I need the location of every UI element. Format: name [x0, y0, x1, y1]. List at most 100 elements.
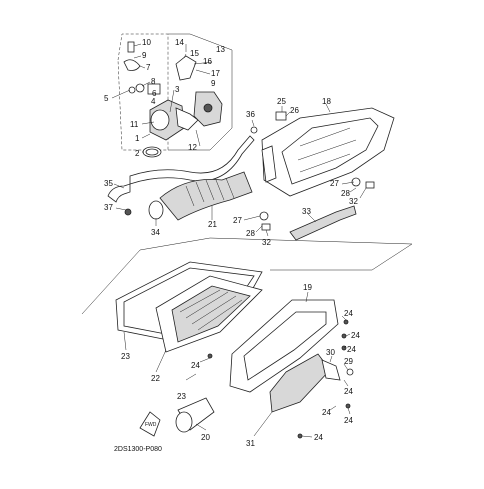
- washer-4: [128, 86, 136, 94]
- damper-28-left: [259, 211, 269, 221]
- callout-2: 2: [135, 149, 140, 158]
- callout-17: 17: [211, 69, 220, 78]
- oring-2-inner: [145, 148, 159, 156]
- callout-9: 9: [142, 51, 147, 60]
- callout-24-b: 24: [351, 331, 360, 340]
- air-case-top: [250, 107, 395, 197]
- callout-24-e: 24: [191, 361, 200, 370]
- sensor-8: [135, 83, 145, 93]
- funnel-20-mouth: [175, 411, 193, 433]
- callout-22: 22: [151, 374, 160, 383]
- callout-11: 11: [130, 120, 139, 129]
- callout-15: 15: [190, 49, 199, 58]
- case-body-19-inner: [243, 311, 327, 381]
- sensor-connector: [203, 103, 213, 113]
- callout-20: 20: [201, 433, 210, 442]
- callout-1: 1: [135, 134, 140, 143]
- callout-28-right: 28: [341, 189, 350, 198]
- fwd-label: FWD: [145, 422, 157, 428]
- callout-7: 7: [146, 63, 151, 72]
- duct-21: [159, 171, 253, 221]
- filter-element: [155, 275, 263, 353]
- callout-24-d: 24: [344, 387, 353, 396]
- element-22-mesh: [171, 285, 251, 343]
- intake-funnel: [175, 397, 215, 433]
- bolt-10: [127, 41, 135, 53]
- callout-31: 31: [246, 439, 255, 448]
- callout-30: 30: [326, 348, 335, 357]
- callout-24-a: 24: [344, 309, 353, 318]
- callout-8: 8: [151, 77, 156, 86]
- sensor-6: [147, 83, 161, 95]
- callout-21: 21: [208, 220, 217, 229]
- element-pleats: [179, 289, 243, 331]
- callout-16: 16: [203, 57, 212, 66]
- case-flange: [261, 145, 277, 183]
- hose-12: [129, 135, 255, 185]
- callout-32-right: 32: [349, 197, 358, 206]
- hose-33: [289, 205, 357, 241]
- callout-23-top: 23: [121, 352, 130, 361]
- callout-24-g: 24: [344, 416, 353, 425]
- intake-duct: [148, 171, 253, 221]
- sensor-30: [321, 359, 341, 381]
- callout-9-right: 9: [211, 79, 216, 88]
- callout-29: 29: [344, 357, 353, 366]
- hose-35: [107, 183, 131, 203]
- callout-35: 35: [104, 179, 113, 188]
- callout-33: 33: [302, 207, 311, 216]
- callout-12: 12: [188, 143, 197, 152]
- case-inner-18: [281, 117, 379, 185]
- callout-26: 26: [290, 106, 299, 115]
- callout-27-right: 27: [330, 179, 339, 188]
- callout-19: 19: [303, 283, 312, 292]
- breather-hoses: [107, 135, 255, 216]
- callout-24-h: 24: [314, 433, 323, 442]
- callout-10: 10: [142, 38, 151, 47]
- callout-37: 37: [104, 203, 113, 212]
- lower-frame-top: [139, 237, 413, 271]
- throttle-bore: [150, 109, 170, 131]
- case-lower-31: [269, 353, 331, 413]
- air-case-body: [207, 299, 354, 439]
- injector: [175, 55, 197, 81]
- callout-13: 13: [216, 45, 225, 54]
- screw-24-top1: [343, 319, 349, 325]
- callout-27-left: 27: [233, 216, 242, 225]
- group-box-right: [168, 33, 233, 151]
- reference-code: 2DS1300-P080: [114, 446, 162, 453]
- case-ribs: [297, 127, 357, 173]
- callout-18: 18: [322, 97, 331, 106]
- screw-3: [169, 89, 175, 113]
- callout-5: 5: [104, 94, 109, 103]
- throttle-outlet: [175, 107, 199, 131]
- clamp-34: [148, 200, 164, 220]
- callout-14: 14: [175, 38, 184, 47]
- clip-37: [124, 208, 132, 216]
- collar-32-left: [261, 223, 271, 231]
- callout-6: 6: [152, 89, 157, 98]
- screw-24-left: [207, 353, 213, 359]
- screw-29: [346, 368, 354, 376]
- callout-24-f: 24: [322, 408, 331, 417]
- screw-24-bottom: [297, 433, 303, 439]
- collar-32-right: [365, 181, 375, 189]
- callout-24-c: 24: [347, 345, 356, 354]
- callout-23-bottom: 23: [177, 392, 186, 401]
- fwd-marker: FWD: [139, 411, 161, 437]
- callout-32-left: 32: [262, 238, 271, 247]
- screw-24-top2: [341, 333, 347, 339]
- damper-28-right: [351, 177, 361, 187]
- callout-25: 25: [277, 97, 286, 106]
- group-box-left: [117, 33, 169, 151]
- callout-3: 3: [175, 85, 180, 94]
- screw-24-right: [345, 403, 351, 409]
- screw-36: [250, 126, 258, 134]
- clip-7: [123, 59, 141, 71]
- duct-ribs: [185, 177, 235, 207]
- drain-hose: [259, 205, 357, 241]
- fwd-arrow-icon: [139, 411, 161, 437]
- callout-36: 36: [246, 110, 255, 119]
